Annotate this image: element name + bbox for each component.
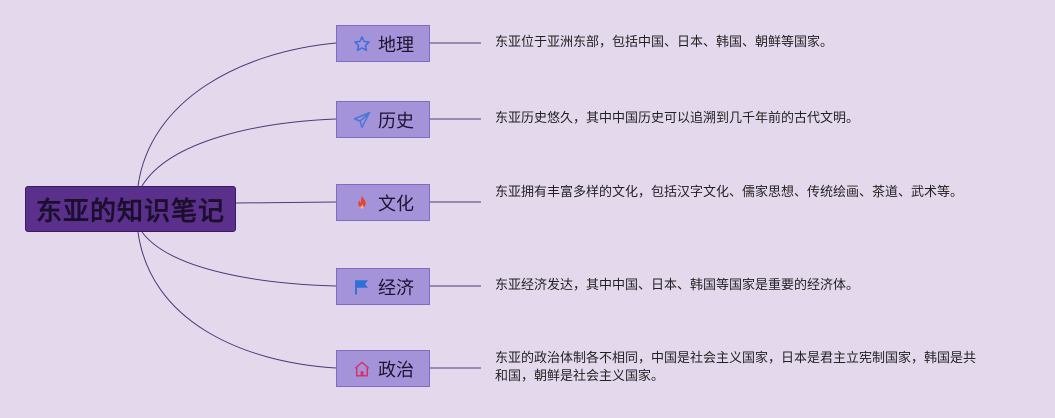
branch-label: 政治 (378, 359, 414, 381)
root-title: 东亚的知识笔记 (35, 196, 225, 227)
branch-politics[interactable]: 政治 (336, 350, 430, 387)
home-icon (352, 359, 372, 379)
fire-icon (352, 193, 372, 213)
description-geography: 东亚位于亚洲东部，包括中国、日本、韩国、朝鲜等国家。 (495, 35, 834, 50)
connector-root-economy (141, 231, 337, 287)
connector-root-history (141, 118, 337, 187)
description-economy: 东亚经济发达，其中中国、日本、韩国等国家是重要的经济体。 (495, 278, 860, 293)
connector-root-politics (137, 231, 337, 369)
paper-plane-icon (352, 110, 372, 130)
connector-root-culture (235, 201, 337, 204)
branch-history[interactable]: 历史 (336, 101, 430, 138)
branch-economy[interactable]: 经济 (336, 268, 430, 305)
description-culture: 东亚拥有丰富多样的文化，包括汉字文化、儒家思想、传统绘画、茶道、武术等。 (495, 185, 964, 200)
branch-label: 历史 (378, 110, 414, 132)
root-topic[interactable]: 东亚的知识笔记 (25, 186, 236, 232)
description-politics: 东亚的政治体制各不相同，中国是社会主义国家，日本是君主立宪制国家，韩国是共和国，… (495, 351, 977, 384)
branch-label: 地理 (378, 34, 414, 56)
branch-geography[interactable]: 地理 (336, 25, 430, 62)
branch-label: 文化 (378, 193, 414, 215)
description-history: 东亚历史悠久，其中中国历史可以追溯到几千年前的古代文明。 (495, 111, 860, 126)
connector-root-geography (137, 42, 337, 187)
branch-label: 经济 (378, 277, 414, 299)
branch-culture[interactable]: 文化 (336, 184, 430, 221)
star-icon (352, 34, 372, 54)
flag-icon (352, 277, 372, 297)
